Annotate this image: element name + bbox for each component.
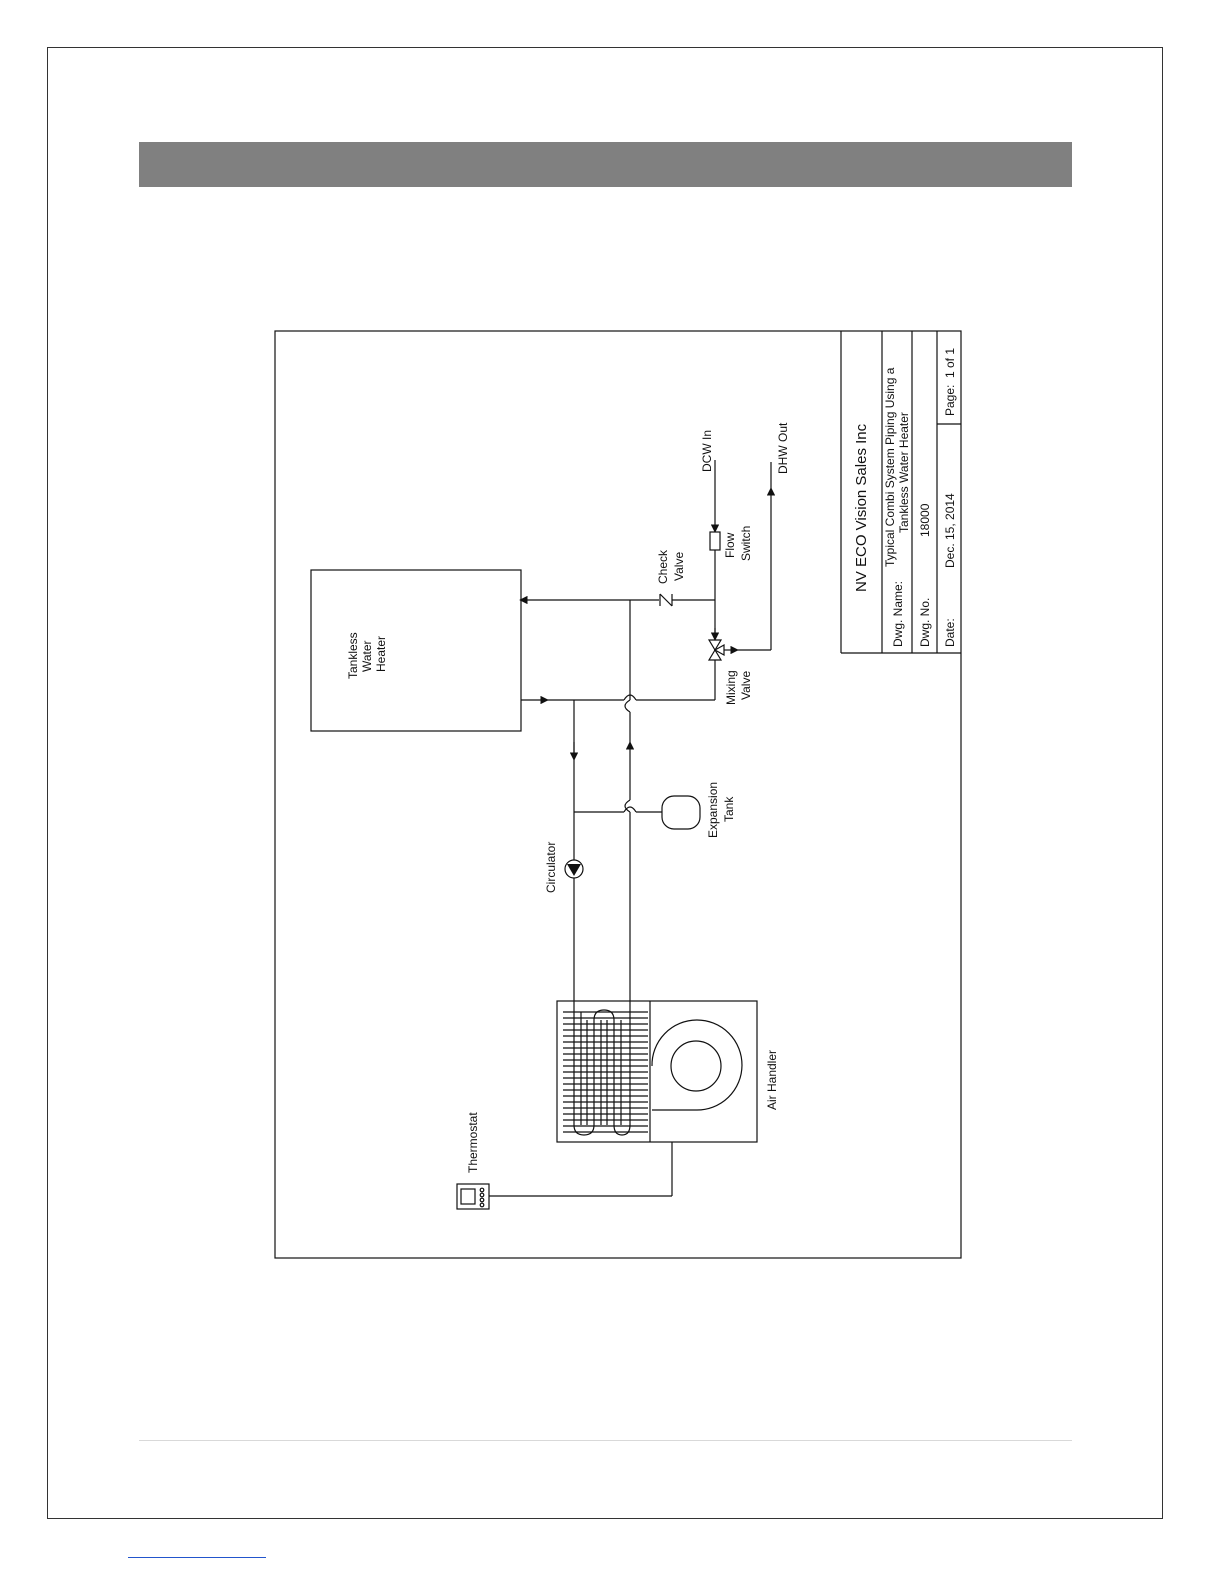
page-value: 1 of 1: [943, 348, 957, 378]
heater-label-line1: Tankless: [346, 632, 360, 679]
flow-switch-label-line2: Switch: [739, 526, 753, 561]
air-handler: [557, 1001, 757, 1142]
dwg-name-line1: Typical Combi System Piping Using a: [883, 367, 897, 567]
circulator-label: Circulator: [544, 842, 558, 893]
dwg-name-label: Dwg. Name:: [891, 581, 905, 647]
flow-switch: [710, 532, 720, 550]
expansion-tank-label-line2: Tank: [722, 796, 736, 822]
dwg-no-label: Dwg. No.: [918, 598, 932, 647]
flow-switch-label-line1: Flow: [723, 532, 737, 558]
heater-label-line3: Heater: [374, 636, 388, 672]
company-name: NV ECO Vision Sales Inc: [853, 423, 870, 592]
expansion-tank-label-line1: Expansion: [706, 782, 720, 838]
dwg-name-line2: Tankless Water Heater: [897, 412, 911, 533]
dwg-no-value: 18000: [918, 503, 932, 537]
date-label: Date:: [943, 618, 957, 647]
mixing-valve-label-line2: Valve: [739, 671, 753, 700]
mixing-valve-label-line1: Mixing: [724, 670, 738, 705]
thermostat-label: Thermostat: [466, 1112, 480, 1173]
check-valve-label-line2: Valve: [672, 552, 686, 581]
check-valve-label-line1: Check: [656, 549, 670, 584]
check-valve: [660, 594, 672, 606]
thermostat: [457, 1184, 489, 1209]
dhw-out-label: DHW Out: [776, 422, 790, 474]
dcw-in-label: DCW In: [700, 430, 714, 472]
tankless-water-heater: [311, 570, 521, 731]
heater-label-line2: Water: [360, 640, 374, 672]
circulator-pump: [565, 860, 583, 878]
expansion-tank: [662, 796, 700, 829]
mixing-valve: [709, 640, 724, 660]
air-handler-label: Air Handler: [765, 1050, 779, 1110]
page-label: Page:: [943, 385, 957, 416]
date-value: Dec. 15, 2014: [943, 493, 957, 568]
